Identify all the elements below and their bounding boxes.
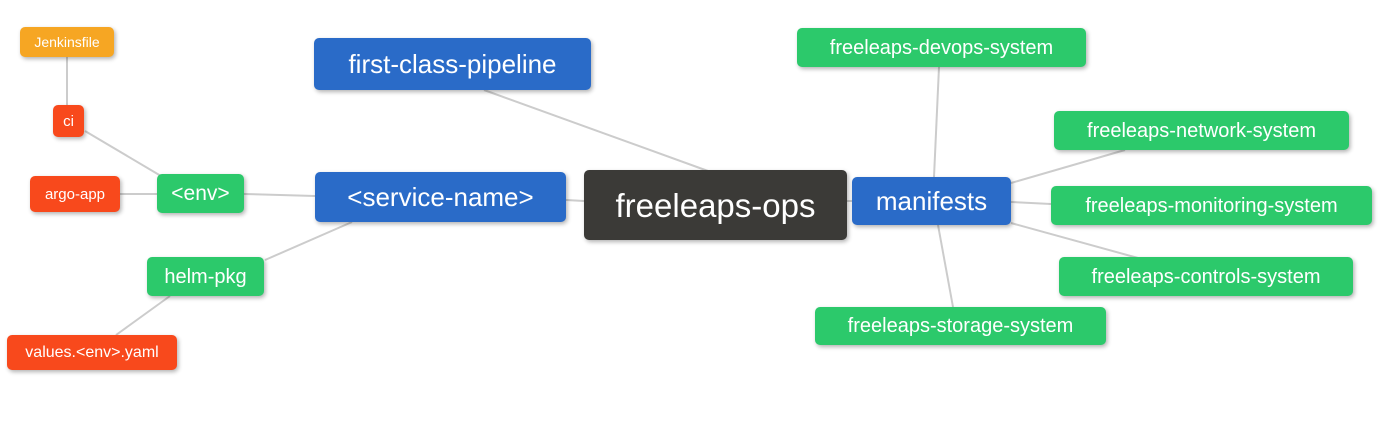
node-freeleaps-devops-system[interactable]: freeleaps-devops-system (797, 28, 1086, 67)
edge-manifests-controls_system (1010, 222, 1139, 259)
edge-ci-env (84, 130, 162, 177)
edge-manifests-monitoring_system (1010, 201, 1052, 205)
edge-service_name-helm_pkg (264, 221, 353, 261)
edge-service_name-freeleaps_ops (565, 199, 585, 202)
node-first-class-pipeline[interactable]: first-class-pipeline (314, 38, 591, 90)
edge-helm_pkg-values_env_yaml (115, 295, 171, 336)
edge-manifests-devops_system (933, 66, 940, 178)
node-freeleaps-storage-system[interactable]: freeleaps-storage-system (815, 307, 1106, 345)
node-jenkinsfile[interactable]: Jenkinsfile (20, 27, 114, 57)
edge-manifests-network_system (1010, 149, 1126, 184)
node-argo-app[interactable]: argo-app (30, 176, 120, 212)
node-ci[interactable]: ci (53, 105, 84, 137)
node-freeleaps-network-system[interactable]: freeleaps-network-system (1054, 111, 1349, 150)
node-values-env-yaml[interactable]: values.<env>.yaml (7, 335, 177, 370)
node-manifests[interactable]: manifests (852, 177, 1011, 225)
edge-first_class_pipeline-freeleaps_ops (483, 89, 709, 172)
edge-env-service_name (243, 193, 316, 197)
node-env[interactable]: <env> (157, 174, 244, 213)
node-freeleaps-controls-system[interactable]: freeleaps-controls-system (1059, 257, 1353, 296)
node-service-name[interactable]: <service-name> (315, 172, 566, 222)
edge-manifests-storage_system (937, 224, 954, 308)
node-freeleaps-monitoring-system[interactable]: freeleaps-monitoring-system (1051, 186, 1372, 225)
node-freeleaps-ops-root[interactable]: freeleaps-ops (584, 170, 847, 240)
node-helm-pkg[interactable]: helm-pkg (147, 257, 264, 296)
